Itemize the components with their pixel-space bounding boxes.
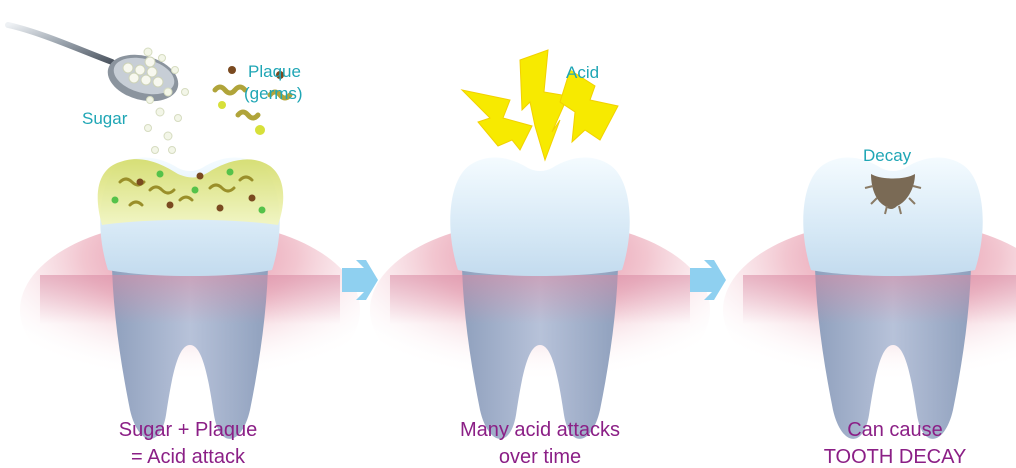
tooth-crown	[803, 158, 982, 276]
caption-2-line-2: over time	[499, 446, 581, 468]
panel-sugar-plaque	[20, 66, 360, 439]
gum-overlay	[40, 275, 340, 415]
label-sugar: Sugar	[82, 109, 128, 128]
panel-acid-attack	[370, 158, 710, 439]
label-acid: Acid	[566, 63, 599, 82]
plaque-layer	[98, 159, 284, 225]
spoon-icon	[8, 25, 183, 109]
label-plaque-germs: (germs)	[244, 84, 303, 103]
caption-1-line-2: = Acid attack	[131, 446, 246, 468]
caption-2-line-1: Many acid attacks	[460, 419, 620, 441]
caption-1-line-1: Sugar + Plaque	[119, 419, 257, 441]
tooth-crown	[450, 158, 629, 276]
caption-3-line-1: Can cause	[847, 419, 943, 441]
label-decay: Decay	[863, 146, 912, 165]
panel-tooth-decay	[723, 158, 1016, 439]
caption-3-line-2: TOOTH DECAY	[824, 446, 967, 468]
label-plaque: Plaque	[248, 62, 301, 81]
